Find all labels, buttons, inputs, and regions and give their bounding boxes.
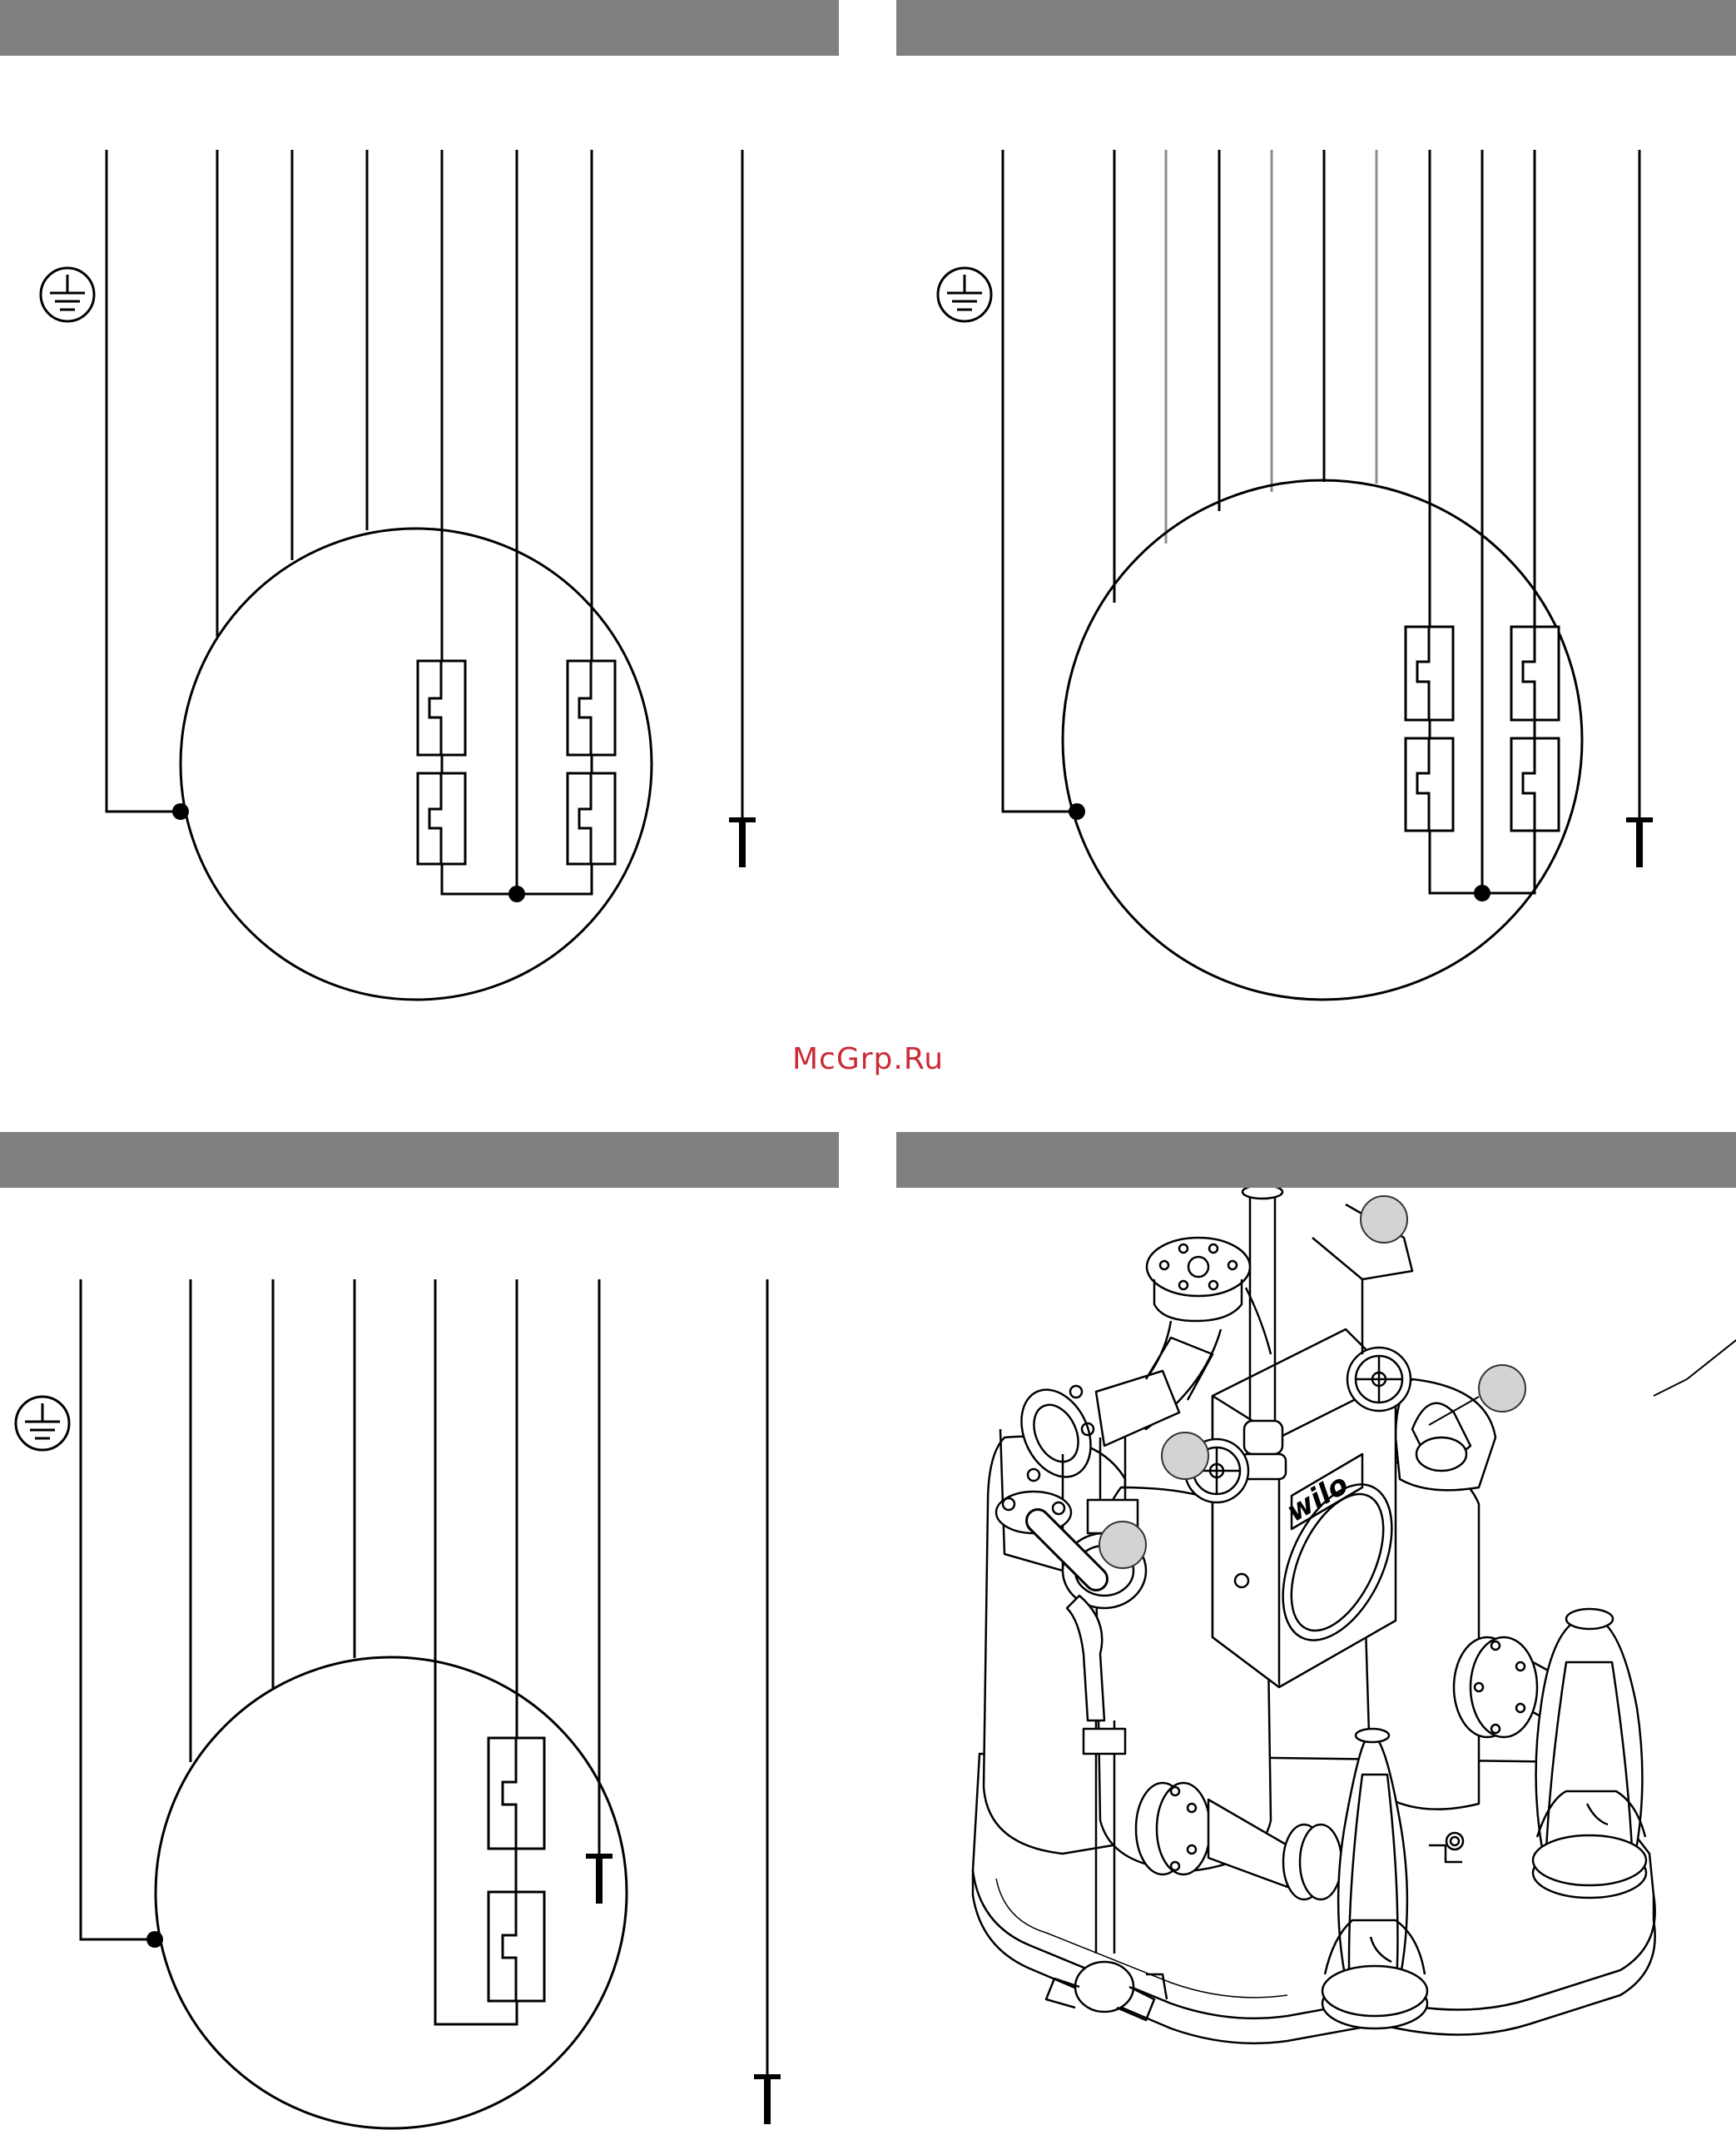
motor-circle	[156, 1657, 627, 2128]
wiring-diagram-3	[0, 1188, 839, 2130]
conductor-lines	[107, 150, 592, 894]
ground-junction-dot	[172, 803, 189, 820]
callout-circle-3	[1162, 1432, 1208, 1479]
star-point-dot	[1474, 885, 1490, 901]
callout-circle-1	[1361, 1196, 1407, 1243]
t-probe-icon	[586, 1279, 613, 1904]
protective-earth-icon	[41, 268, 94, 321]
watermark: McGrp.Ru	[0, 1042, 1736, 1076]
t-probe-icon	[754, 1279, 781, 2124]
panel-3-header-bar	[0, 1132, 839, 1188]
ground-junction-dot	[1069, 803, 1085, 820]
conductor-lines	[1003, 150, 1535, 893]
conductor-lines	[81, 1279, 517, 2024]
protective-earth-icon	[938, 268, 991, 321]
t-probe-icon	[729, 150, 756, 867]
panel-2-header-bar	[896, 0, 1736, 56]
motor-circle	[1063, 480, 1582, 1000]
pump-motor-cone-rear	[1533, 1609, 1646, 1898]
lifting-station-drawing: wilo	[896, 1188, 1736, 2130]
protective-earth-icon	[16, 1397, 69, 1450]
callout-circle-2	[1479, 1365, 1525, 1412]
motor-circle	[181, 529, 652, 1000]
ground-junction-dot	[146, 1931, 163, 1948]
panel-1-header-bar	[0, 0, 839, 56]
wiring-diagram-2	[896, 56, 1736, 1080]
star-point-dot	[508, 886, 525, 902]
panel-4-header-bar	[896, 1132, 1736, 1188]
t-probe-icon	[1626, 150, 1653, 867]
vertical-discharge-pipe	[1241, 1188, 1286, 1479]
wiring-diagram-1	[0, 56, 839, 1080]
callout-circle-4	[1099, 1522, 1146, 1568]
